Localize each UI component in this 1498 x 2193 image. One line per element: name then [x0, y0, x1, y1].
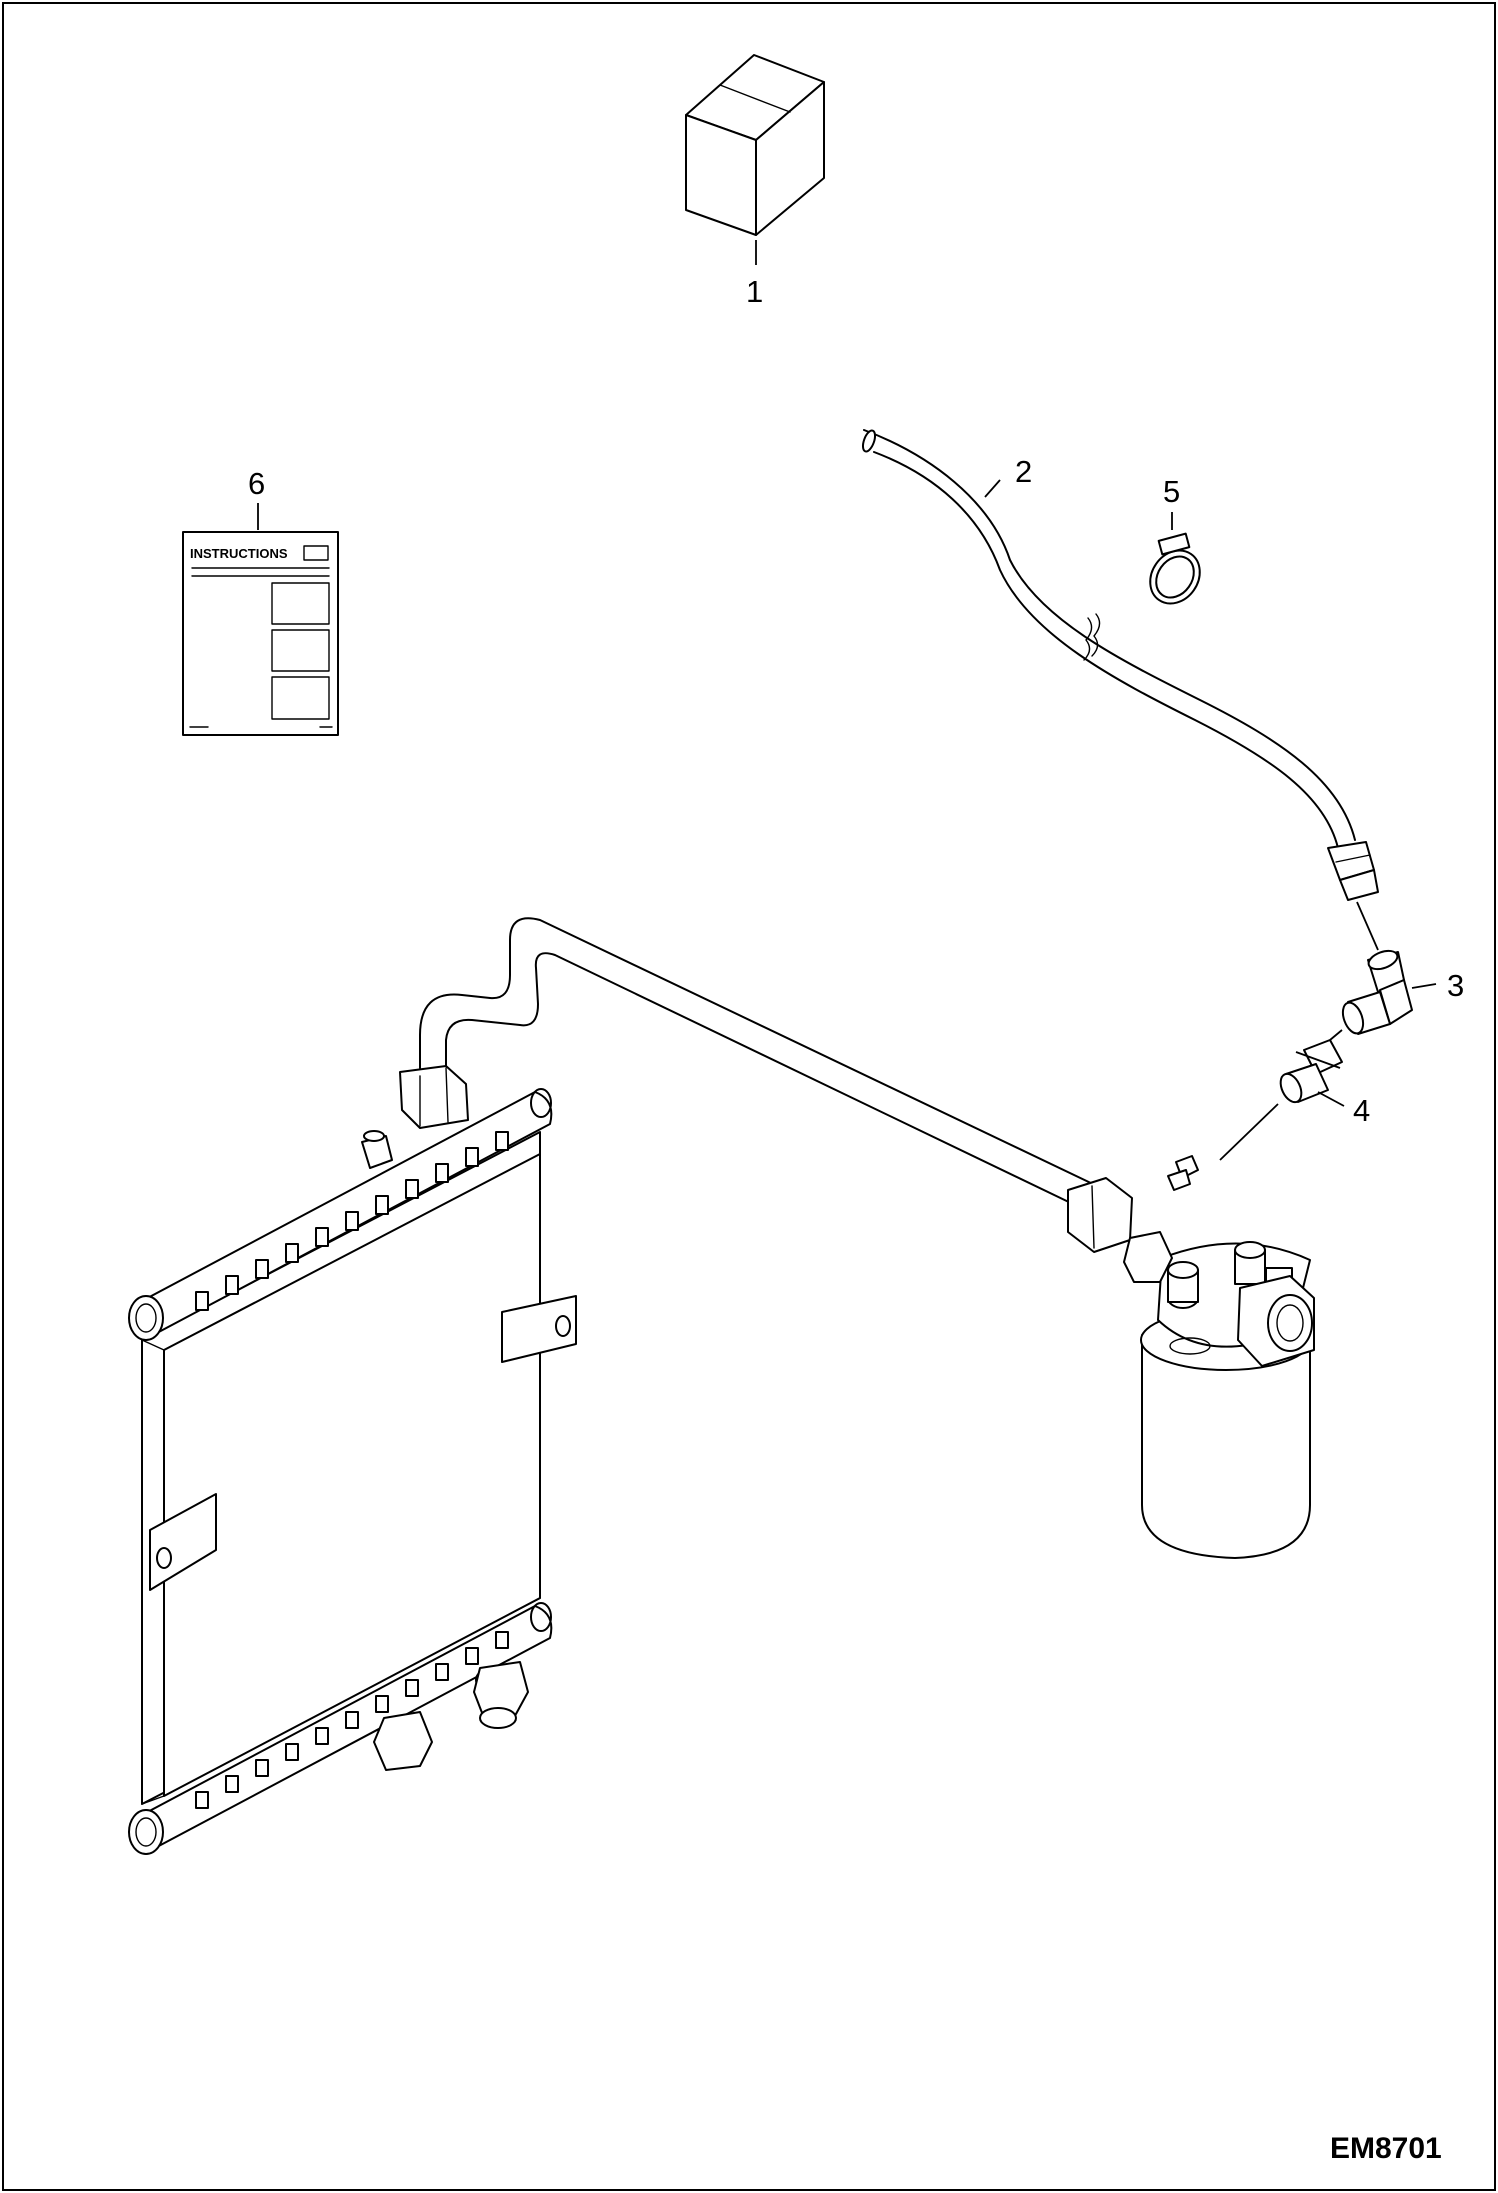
oil-cooler [128, 1088, 577, 1855]
instructions-title: INSTRUCTIONS [190, 546, 288, 561]
box-part [685, 54, 825, 236]
cooler-tube [399, 917, 1133, 1253]
callout-6: 6 [248, 466, 265, 501]
figure-id: EM8701 [1330, 2132, 1442, 2165]
callout-3: 3 [1447, 968, 1464, 1003]
hose-part [861, 429, 1379, 901]
leader-4 [1317, 1091, 1345, 1107]
callout-4: 4 [1353, 1093, 1370, 1128]
adapter-fitting [1167, 1029, 1343, 1191]
callout-5: 5 [1163, 474, 1180, 509]
callout-2: 2 [1015, 454, 1032, 489]
leader-3 [1411, 983, 1437, 989]
oil-filter [1123, 1231, 1315, 1559]
elbow-fitting [1341, 901, 1413, 1035]
hose-clamp [1149, 532, 1201, 605]
leader-2 [984, 479, 1001, 498]
instructions-sheet: INSTRUCTIONS [182, 531, 339, 736]
callout-1: 1 [746, 274, 763, 309]
